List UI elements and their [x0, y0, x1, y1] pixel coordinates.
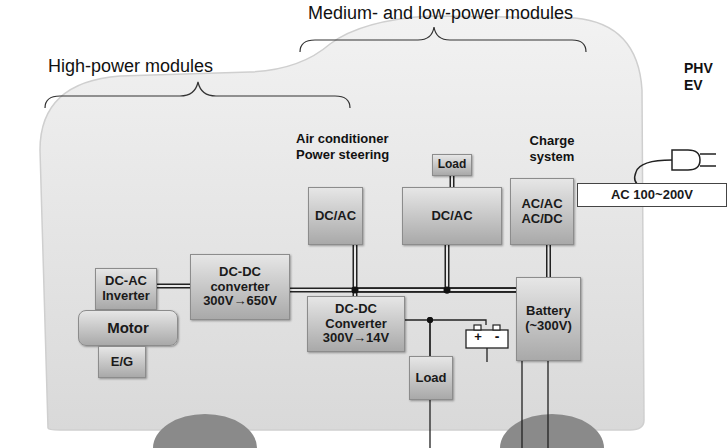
node-text: Battery (~300V): [519, 304, 578, 334]
converter-box: DC-DC Converter 300V→14V: [307, 296, 405, 352]
low-voltage-wire: [430, 320, 486, 356]
voltage-box: AC 100~200V: [577, 183, 727, 207]
node-text: DC-AC Inverter: [98, 274, 154, 304]
motor-box: Motor: [78, 310, 178, 346]
low-voltage-wire: [405, 320, 430, 356]
load-box: Load: [432, 154, 472, 176]
node-text: Load: [438, 158, 467, 172]
vehicle-type: PHV EV: [684, 60, 724, 94]
left-wheel: [153, 414, 257, 448]
group-heading: Medium- and low-power modules: [308, 3, 608, 25]
junction-dot: [427, 317, 433, 323]
junction-dot: [427, 317, 433, 323]
power-bus: [452, 176, 453, 187]
inverter-box: DC-AC Inverter: [95, 268, 157, 310]
high-power-bracket: [45, 82, 350, 108]
polarity-sign: +: [472, 329, 484, 345]
junction-dot: [444, 287, 451, 294]
node-text: DC-DC converter 300V→650V: [193, 265, 287, 310]
plug-symbol: [672, 150, 716, 170]
power-bus: [157, 286, 190, 287]
engine-box: E/G: [98, 346, 146, 378]
inverter-box: DC/AC: [402, 187, 502, 245]
power-bus: [548, 245, 549, 277]
inverter-box: DC/AC: [308, 187, 363, 245]
node-text: AC 100~200V: [611, 188, 693, 203]
right-wheel: [500, 414, 604, 448]
node-text: DC/AC: [315, 209, 356, 224]
node-text: DC/AC: [431, 209, 472, 224]
medium-power-bracket: [300, 27, 586, 52]
node-text: Motor: [107, 319, 149, 336]
module-label: Charge system: [514, 133, 590, 164]
battery-symbol: [466, 330, 508, 348]
charger-box: AC/AC AC/DC: [510, 178, 574, 245]
node-text: E/G: [111, 355, 133, 370]
car-body: [40, 16, 644, 430]
battery-box: Battery (~300V): [516, 277, 581, 361]
node-text: Load: [415, 371, 446, 386]
polarity-sign: -: [491, 328, 503, 345]
load-box: Load: [409, 356, 453, 400]
junction-dot: [352, 287, 359, 294]
converter-box: DC-DC converter 300V→650V: [190, 254, 290, 320]
group-heading: High-power modules: [48, 56, 288, 78]
node-text: DC-DC Converter 300V→14V: [310, 302, 402, 347]
module-label: Air conditioner Power steering: [296, 131, 408, 162]
junction-dot: [352, 287, 359, 294]
node-text: AC/AC AC/DC: [513, 197, 571, 227]
junction-dot: [444, 287, 451, 294]
power-bus: [447, 245, 516, 290]
power-bus: [355, 245, 516, 290]
